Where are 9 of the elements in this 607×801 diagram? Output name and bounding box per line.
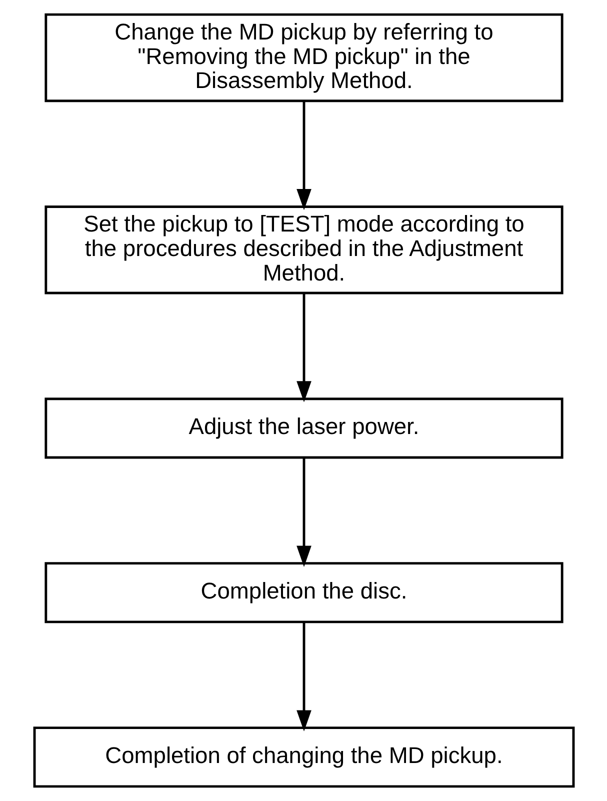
- arrow: [296, 293, 311, 402]
- node-box: Completion of changing the MD pickup.: [32, 726, 574, 788]
- node-box: Completion the disc.: [44, 562, 563, 624]
- arrow: [296, 458, 311, 567]
- arrow: [296, 622, 311, 732]
- node-box: Set the pickup to [TEST] mode according to the procedures described in the Adjustment Method.: [44, 206, 563, 294]
- arrow: [296, 101, 311, 210]
- node-box: Change the MD pickup by referring to "Removing the MD pickup" in the Disassembly Method.: [44, 13, 563, 102]
- node-box: Adjust the laser power.: [44, 398, 563, 459]
